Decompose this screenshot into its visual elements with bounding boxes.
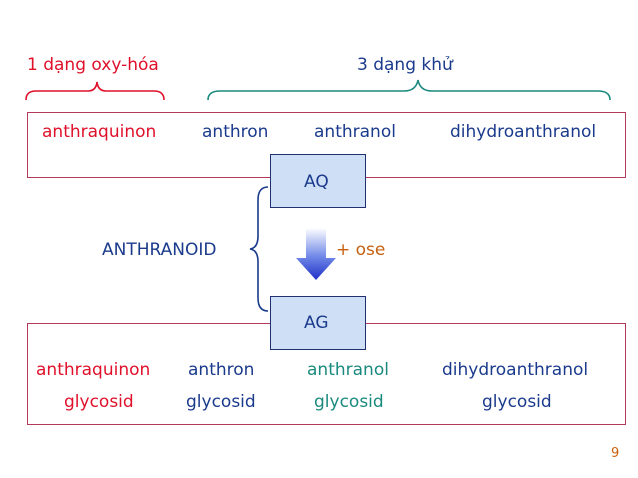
top-item-anthron: anthron <box>202 122 269 142</box>
bottom-item-anthranol: anthranol <box>307 360 389 380</box>
bottom-item-anthranol-glycosid: glycosid <box>314 392 384 412</box>
bottom-item-anthron: anthron <box>188 360 255 380</box>
bottom-item-anthraquinon: anthraquinon <box>36 360 151 380</box>
ose-label: + ose <box>336 240 386 260</box>
top-item-anthranol: anthranol <box>314 122 396 142</box>
oxidized-form-label: 1 dạng oxy-hóa <box>27 55 159 75</box>
bottom-item-dihydroanthranol: dihydroanthranol <box>442 360 589 380</box>
aq-box <box>270 154 366 208</box>
top-item-anthraquinon: anthraquinon <box>42 122 157 142</box>
anthranoid-brace <box>249 186 269 312</box>
down-arrow-icon <box>296 228 336 280</box>
ag-label: AG <box>304 313 329 333</box>
bottom-item-anthron-glycosid: glycosid <box>186 392 256 412</box>
bottom-item-dihydroanthranol-glycosid: glycosid <box>482 392 552 412</box>
page-number: 9 <box>611 446 620 461</box>
anthranoid-label: ANTHRANOID <box>102 240 217 260</box>
top-item-dihydroanthranol: dihydroanthranol <box>450 122 597 142</box>
reduced-forms-label: 3 dạng khử <box>357 55 453 75</box>
teal-brace <box>207 79 611 101</box>
red-brace <box>25 81 165 101</box>
ag-box <box>270 296 366 350</box>
aq-label: AQ <box>304 172 329 192</box>
bottom-item-anthraquinon-glycosid: glycosid <box>64 392 134 412</box>
